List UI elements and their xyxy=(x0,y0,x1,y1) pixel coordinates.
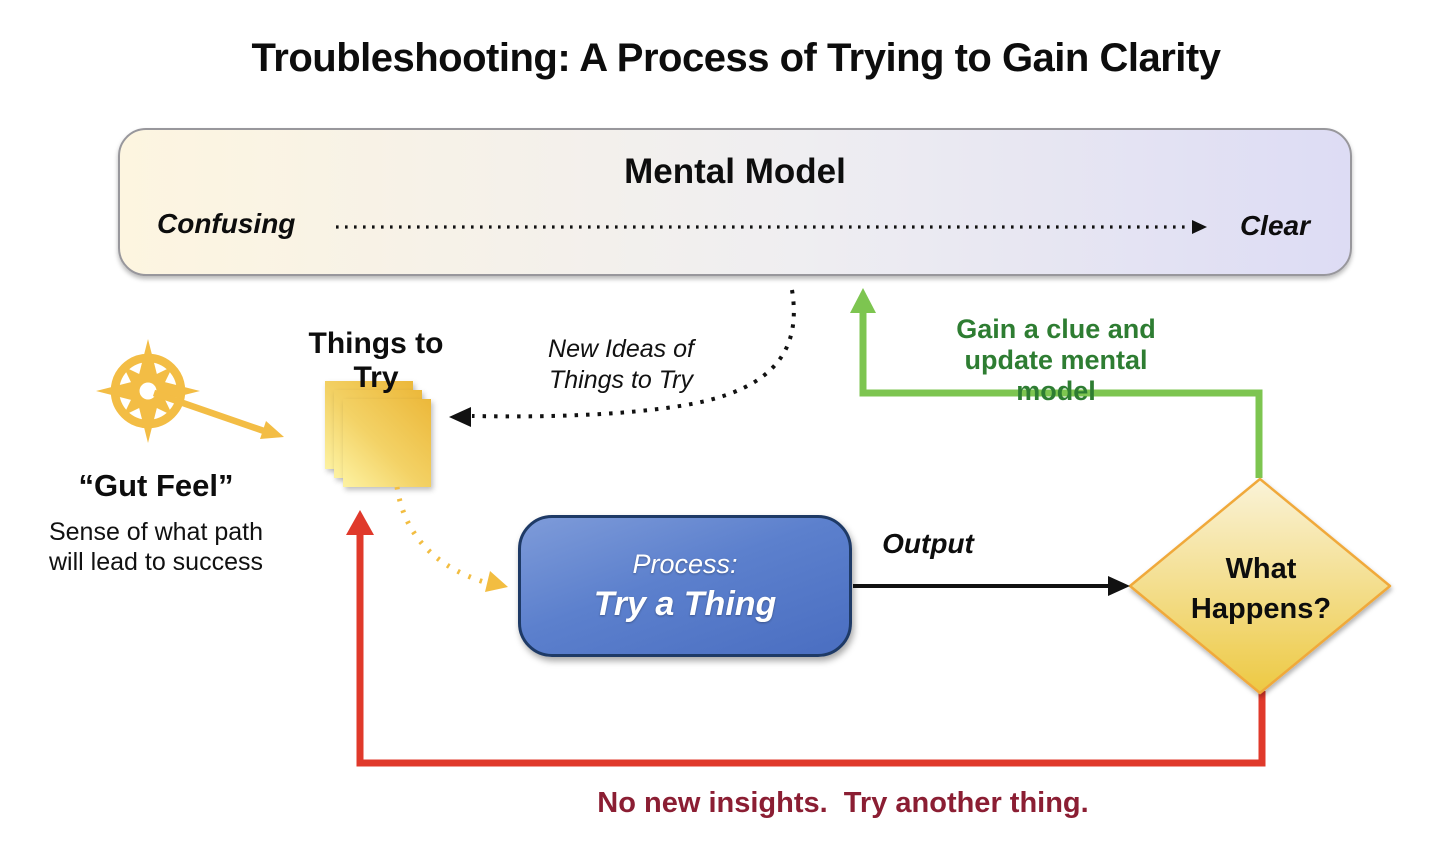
compass-needle-arrowhead xyxy=(260,421,284,439)
text-line: New Ideas of xyxy=(548,335,694,363)
new-ideas-label: New Ideas of Things to Try xyxy=(521,334,721,396)
gain-clue-arrowhead xyxy=(850,288,876,313)
no-insights-label: No new insights. Try another thing. xyxy=(597,787,1089,819)
compass-center-hole xyxy=(139,382,157,400)
compass-icon xyxy=(96,339,284,443)
clear-label: Clear xyxy=(1239,210,1310,241)
sticky-note xyxy=(343,399,431,487)
pick-thing-arrowhead xyxy=(485,571,508,592)
pick-thing-arrow xyxy=(394,486,485,585)
output-label: Output xyxy=(882,528,974,559)
process-box: Process: Try a Thing xyxy=(518,515,852,657)
new-ideas-arrowhead xyxy=(449,407,471,427)
compass-ring xyxy=(110,353,186,429)
process-label-line2: Try a Thing xyxy=(593,584,777,623)
compass-cardinal-star xyxy=(96,339,200,443)
confusing-label: Confusing xyxy=(157,208,296,239)
text-line: Things to Try xyxy=(548,366,694,394)
text-line: will lead to success xyxy=(49,548,263,576)
gain-clue-label: Gain a clue and update mental model xyxy=(926,314,1186,407)
text-line: Gain a clue and xyxy=(956,314,1156,344)
compass-needle-arrow xyxy=(152,389,266,435)
retry-loop-arrowhead xyxy=(346,510,374,535)
what-happens-label: What Happens? xyxy=(1161,549,1361,629)
text-line: Happens? xyxy=(1190,593,1332,625)
page-title: Troubleshooting: A Process of Trying to … xyxy=(251,36,1221,80)
text-line: Sense of what path xyxy=(48,518,264,546)
mental-model-heading: Mental Model xyxy=(624,152,846,191)
things-to-try-label: Things to Try xyxy=(308,327,444,394)
process-label-line1: Process: xyxy=(632,548,738,579)
sticky-notes-icon xyxy=(325,381,431,487)
gut-feel-heading: “Gut Feel” xyxy=(78,468,234,503)
mental-model-box: Mental Model Confusing Clear xyxy=(118,128,1352,276)
gut-feel-description: Sense of what path will lead to success xyxy=(36,517,276,577)
text-line: update mental model xyxy=(964,345,1148,406)
text-line: What xyxy=(1225,553,1297,585)
compass-diagonal-star xyxy=(123,366,173,416)
output-arrowhead xyxy=(1108,576,1130,596)
